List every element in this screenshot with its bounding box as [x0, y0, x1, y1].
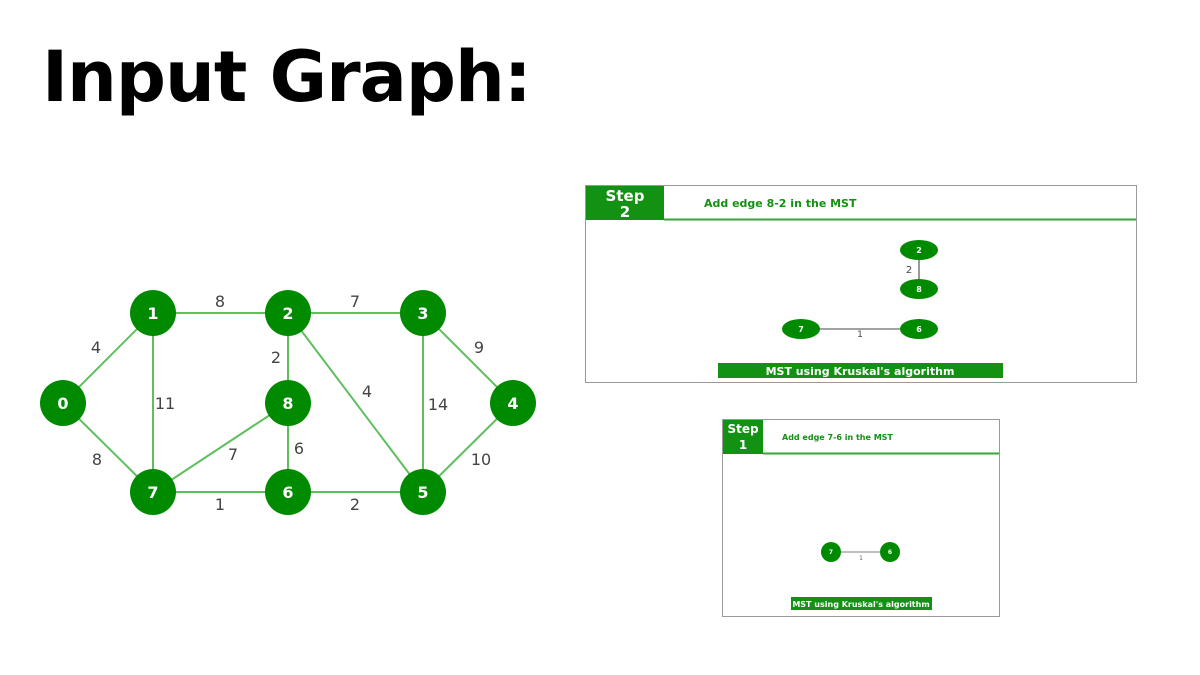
step2-panel-border [585, 185, 1137, 383]
edge-weight-2-5: 4 [362, 382, 372, 401]
step1-weight-7-6: 1 [859, 555, 863, 562]
step1-panel: Step 1 Add edge 7-6 in the MST 1 7 6 MST… [722, 419, 1000, 617]
node-3 [400, 290, 446, 336]
step2-node-2 [900, 240, 938, 260]
node-4 [490, 380, 536, 426]
step2-weight-2-8: 2 [906, 265, 912, 276]
node-label-2: 2 [282, 304, 293, 323]
step2-node-7 [782, 319, 820, 339]
node-7 [130, 469, 176, 515]
step2-node-7-label: 7 [798, 325, 804, 334]
edge-weight-1-2: 8 [215, 292, 225, 311]
step2-node-6-label: 6 [916, 325, 922, 334]
edge-weight-2-3: 7 [350, 292, 360, 311]
step2-node-6 [900, 319, 938, 339]
step1-node-6-label: 6 [888, 549, 892, 556]
node-2 [265, 290, 311, 336]
page-title: Input Graph: [42, 36, 532, 118]
edge-2-5 [287, 312, 424, 493]
step2-description: Add edge 8-2 in the MST [704, 197, 857, 210]
node-label-6: 6 [282, 483, 293, 502]
step2-badge-number: 2 [620, 203, 630, 221]
step2-badge-word: Step [606, 187, 645, 205]
edge-weight-6-5: 2 [350, 495, 360, 514]
edge-weight-0-7: 8 [92, 450, 102, 469]
step2-badge [586, 186, 664, 220]
step1-footer: MST using Kruskal's algorithm [792, 600, 929, 609]
edge-weight-3-4: 9 [474, 338, 484, 357]
node-0 [40, 380, 86, 426]
step2-node-8-label: 8 [916, 285, 922, 294]
step1-node-7 [821, 542, 841, 562]
node-label-8: 8 [282, 394, 293, 413]
step2-node-2-label: 2 [916, 246, 922, 255]
edge-weight-0-1: 4 [91, 338, 101, 357]
step2-node-8 [900, 279, 938, 299]
edge-8-7 [152, 402, 289, 493]
node-label-7: 7 [147, 483, 158, 502]
step1-badge [723, 420, 763, 454]
node-8 [265, 380, 311, 426]
node-label-0: 0 [57, 394, 68, 413]
step2-footer-bar [718, 363, 1003, 378]
step2-weight-7-6: 1 [857, 330, 863, 340]
step1-node-6 [880, 542, 900, 562]
step2-footer: MST using Kruskal's algorithm [766, 365, 955, 378]
node-label-4: 4 [507, 394, 518, 413]
step1-node-7-label: 7 [829, 549, 833, 556]
node-1 [130, 290, 176, 336]
step2-panel: Step 2 Add edge 8-2 in the MST 2 1 2 8 7… [585, 185, 1137, 383]
edge-weight-1-7: 11 [155, 394, 175, 413]
node-label-5: 5 [417, 483, 428, 502]
step1-footer-bar [791, 597, 932, 610]
node-label-3: 3 [417, 304, 428, 323]
edge-weight-8-7: 7 [228, 445, 238, 464]
edge-weight-7-6: 1 [215, 495, 225, 514]
step1-badge-number: 1 [739, 438, 747, 452]
edge-weight-3-5: 14 [428, 395, 448, 414]
edge-weight-4-5: 10 [471, 450, 491, 469]
node-5 [400, 469, 446, 515]
edge-weight-8-6: 6 [294, 439, 304, 458]
node-6 [265, 469, 311, 515]
node-label-1: 1 [147, 304, 158, 323]
step1-panel-border [722, 419, 1000, 617]
step1-description: Add edge 7-6 in the MST [782, 433, 893, 442]
step1-badge-word: Step [727, 422, 759, 436]
edge-weight-2-8: 2 [271, 348, 281, 367]
